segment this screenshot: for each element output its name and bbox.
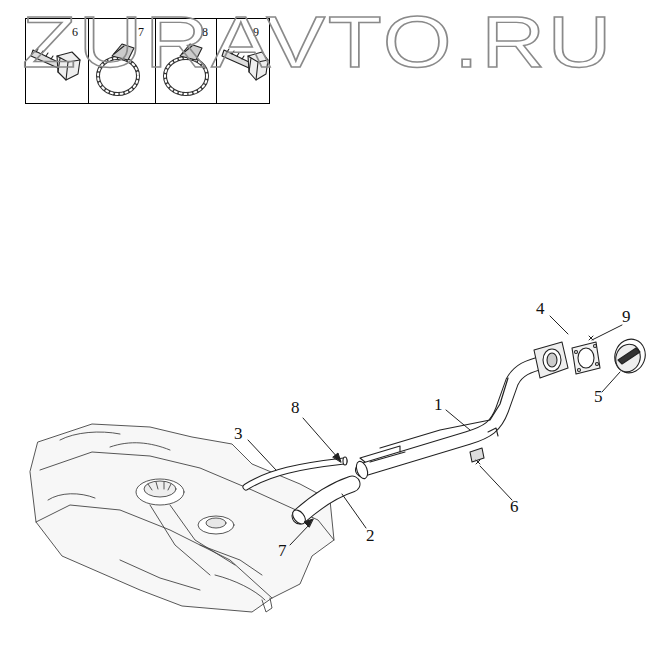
callout-number: 3 <box>234 425 243 442</box>
leader-lines <box>248 316 622 545</box>
callout-number: 8 <box>291 399 300 416</box>
callout-number: 5 <box>594 388 603 405</box>
callout-number: 2 <box>366 527 375 544</box>
filler-hose <box>290 484 352 526</box>
gasket <box>572 342 600 374</box>
callout-number: 1 <box>434 396 443 413</box>
callout-number: 7 <box>278 542 287 559</box>
filler-pipe <box>354 342 568 480</box>
callout-number: 4 <box>536 300 545 317</box>
callout-number: 9 <box>622 308 631 325</box>
callout-number: 6 <box>510 498 519 515</box>
vent-hose <box>246 457 347 487</box>
fuel-tank <box>30 424 334 612</box>
fuel-cap <box>610 335 650 377</box>
watermark: ZURAVTO.RU <box>22 6 614 78</box>
